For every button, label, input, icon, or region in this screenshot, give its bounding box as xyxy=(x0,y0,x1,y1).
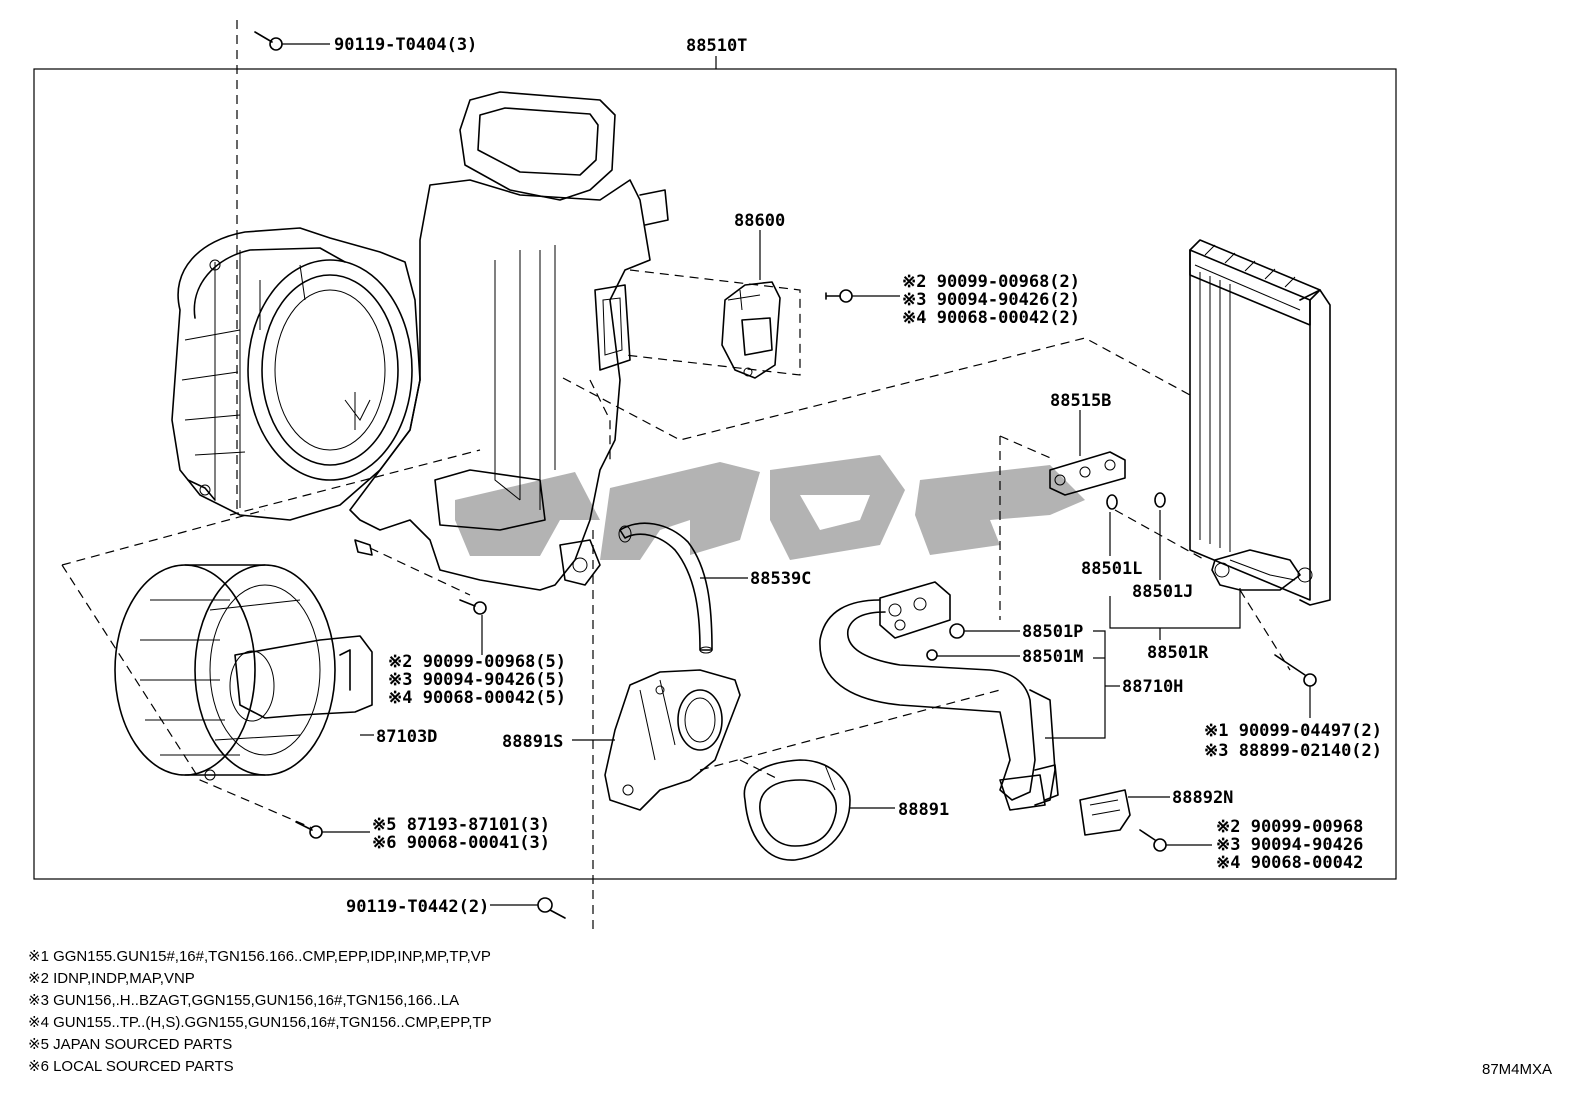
blower-motor xyxy=(114,564,373,781)
label-oring-j: 88501J xyxy=(1132,582,1193,602)
label-blower-screw-2: ※3 90094-90426(5) xyxy=(388,670,566,690)
label-blower-screw-3: ※4 90068-00042(5) xyxy=(388,688,566,708)
label-bolt-bottom: 90119-T0442(2) xyxy=(346,897,489,917)
note-3: ※3 GUN156,.H..BZAGT,GGN155,GUN156,16#,TG… xyxy=(28,992,459,1009)
o-ring-p xyxy=(949,623,965,639)
tube-clamp xyxy=(1079,789,1131,836)
label-resistor-screw-3: ※4 90068-00042(2) xyxy=(902,308,1080,328)
label-seal-s: 88891S xyxy=(502,732,563,752)
o-ring-j xyxy=(1154,492,1166,508)
top-bolt xyxy=(254,31,283,51)
note-2: ※2 IDNP,INDP,MAP,VNP xyxy=(28,970,195,987)
housing-screw xyxy=(459,599,487,615)
o-ring-m xyxy=(926,649,938,661)
label-oring-r: 88501R xyxy=(1147,643,1209,663)
label-evap-bolt-1: ※1 90099-04497(2) xyxy=(1204,721,1382,741)
label-oring-l: 88501L xyxy=(1081,559,1142,579)
drain-hose xyxy=(618,522,713,654)
expansion-valve xyxy=(1049,451,1126,496)
duct-seal xyxy=(743,759,851,861)
assembly-frame xyxy=(33,68,1397,880)
resistor-screw xyxy=(825,289,853,303)
label-bolt-top: 90119-T0404(3) xyxy=(334,35,477,55)
label-blower-screw-1: ※2 90099-00968(5) xyxy=(388,652,566,672)
note-1: ※1 GGN155.GUN15#,16#,TGN156.166..CMP,EPP… xyxy=(28,948,491,965)
note-5: ※5 JAPAN SOURCED PARTS xyxy=(28,1036,232,1053)
evaporator-core xyxy=(1189,239,1331,606)
watermark-logo xyxy=(455,455,1085,560)
label-resistor-screw-2: ※3 90094-90426(2) xyxy=(902,290,1080,310)
label-motor-screw-2: ※6 90068-00041(3) xyxy=(372,833,550,853)
o-ring-l xyxy=(1106,494,1118,510)
label-clamp-screw-3: ※4 90068-00042 xyxy=(1216,853,1363,873)
label-clamp-screw-1: ※2 90099-00968 xyxy=(1216,817,1363,837)
evaporator-bolt xyxy=(1274,654,1317,687)
refrigerant-tube xyxy=(819,581,1059,811)
label-seal: 88891 xyxy=(898,800,949,820)
label-oring-p: 88501P xyxy=(1022,622,1083,642)
note-4: ※4 GUN155..TP..(H,S).GGN155,GUN156,16#,T… xyxy=(28,1014,492,1031)
blower-resistor xyxy=(721,281,781,379)
label-blower-motor: 87103D xyxy=(376,727,437,747)
clamp-screw xyxy=(1139,829,1167,852)
motor-screw xyxy=(295,821,323,839)
label-oring-m: 88501M xyxy=(1022,647,1083,667)
drain-seal-bracket xyxy=(604,669,741,811)
note-6: ※6 LOCAL SOURCED PARTS xyxy=(28,1058,234,1075)
label-clamp: 88892N xyxy=(1172,788,1233,808)
label-clamp-screw-2: ※3 90094-90426 xyxy=(1216,835,1363,855)
label-expansion-valve: 88515B xyxy=(1050,391,1111,411)
label-resistor-screw-1: ※2 90099-00968(2) xyxy=(902,272,1080,292)
label-evap-bolt-2: ※3 88899-02140(2) xyxy=(1204,741,1382,761)
label-resistor: 88600 xyxy=(734,211,785,231)
label-motor-screw-1: ※5 87193-87101(3) xyxy=(372,815,550,835)
blower-case-housing xyxy=(171,91,669,591)
label-tube: 88710H xyxy=(1122,677,1183,697)
diagram-code: 87M4MXA xyxy=(1482,1061,1552,1078)
bottom-bolt xyxy=(537,897,566,919)
label-drain-hose: 88539C xyxy=(750,569,811,589)
label-assembly: 88510T xyxy=(686,36,747,56)
